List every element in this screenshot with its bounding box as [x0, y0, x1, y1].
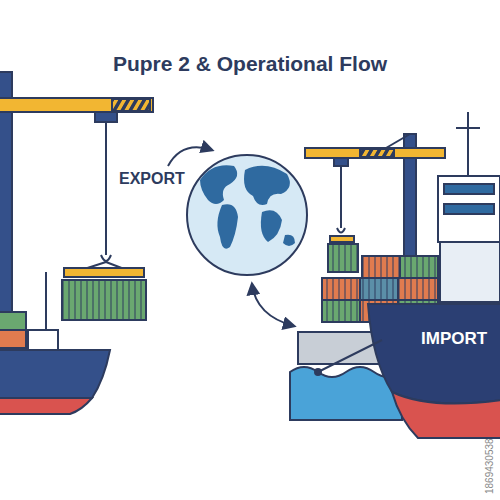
- diagram-title: Pupre 2 & Operational Flow: [113, 52, 387, 76]
- left-crane: [0, 72, 153, 320]
- right-ship: [290, 112, 500, 438]
- flow-arrows: [168, 147, 294, 326]
- node-text: EXPORT: [119, 170, 185, 188]
- right-crane: [305, 134, 445, 284]
- export-label: EXPORT: [116, 168, 188, 190]
- left-ship: [0, 272, 110, 414]
- import-hull-label: IMPORT: [418, 327, 490, 351]
- globe: [187, 155, 307, 275]
- node-text: IMPORT: [421, 329, 487, 349]
- watermark-number: 1869430538: [484, 438, 495, 494]
